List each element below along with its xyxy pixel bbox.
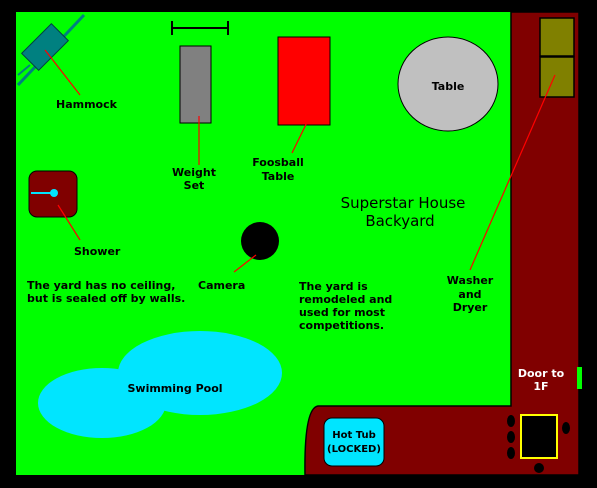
washer-label-3: Dryer: [453, 301, 488, 314]
map-title-line2: Backyard: [365, 212, 434, 230]
remodel-note-4: competitions.: [299, 319, 384, 332]
hall-furniture: [507, 414, 570, 473]
foosball-label-2: Table: [262, 170, 295, 183]
remodel-note-2: remodeled and: [299, 293, 392, 306]
remodel-note-1: The yard is: [299, 280, 368, 293]
shower-icon: [28, 170, 78, 218]
foosball-label-1: Foosball: [252, 156, 304, 169]
hammock-icon: [16, 13, 86, 87]
door-label-1: Door to: [518, 367, 565, 380]
map-title-line1: Superstar House: [341, 194, 466, 212]
weight-set-label-1: Weight: [172, 166, 216, 179]
table-label: Table: [432, 80, 465, 93]
weight-set-label-2: Set: [184, 179, 205, 192]
hammock-label: Hammock: [56, 98, 118, 111]
remodel-note-3: used for most: [299, 306, 385, 319]
door-to-1f: [577, 367, 582, 389]
washer: [539, 17, 575, 57]
washer-label-1: Washer: [447, 274, 494, 287]
dryer: [539, 56, 575, 98]
camera-label: Camera: [198, 279, 245, 292]
shower-label: Shower: [74, 245, 121, 258]
foosball-table-icon: [277, 36, 331, 126]
hot-tub-label-1: Hot Tub: [332, 430, 376, 441]
weight-set-icon: [171, 21, 229, 124]
door-label-2: 1F: [533, 380, 548, 393]
camera-icon: [241, 222, 279, 260]
ceiling-note-2: but is sealed off by walls.: [27, 292, 185, 305]
round-table-icon: [397, 36, 499, 132]
leader-lines: [44, 49, 556, 273]
hot-tub: [323, 417, 385, 467]
hot-tub-label-2: (LOCKED): [327, 444, 381, 455]
washer-label-2: and: [458, 288, 481, 301]
swimming-pool: [38, 331, 282, 438]
pool-label: Swimming Pool: [127, 382, 222, 395]
ceiling-note-1: The yard has no ceiling,: [27, 279, 175, 292]
